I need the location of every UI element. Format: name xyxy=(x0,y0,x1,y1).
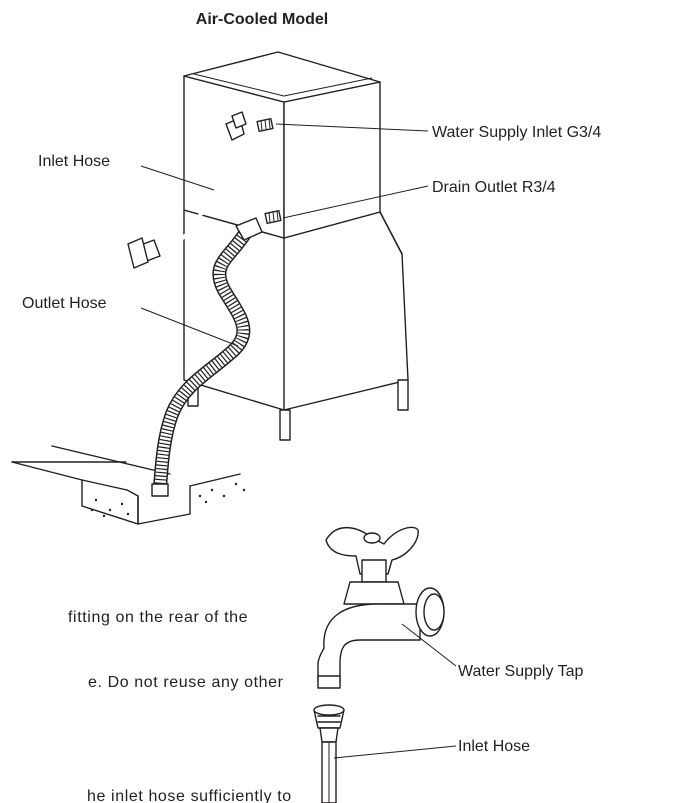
drain-outlet-fitting xyxy=(264,209,282,225)
leader-inlet-hose-bottom xyxy=(333,745,457,759)
water-inlet-fitting xyxy=(256,117,274,133)
water-supply-tap xyxy=(317,526,445,689)
leader-water-supply-tap xyxy=(401,623,457,667)
ice-maker-head xyxy=(183,51,381,239)
label-outlet-hose: Outlet Hose xyxy=(22,295,107,312)
storage-bin xyxy=(183,209,409,441)
body-text-line-2: e. Do not reuse any other xyxy=(88,674,284,691)
label-inlet-hose-top: Inlet Hose xyxy=(38,153,110,170)
figure-title: Air-Cooled Model xyxy=(196,11,328,28)
body-text-line-3: he inlet hose sufficiently to xyxy=(87,788,292,803)
label-inlet-hose-bottom: Inlet Hose xyxy=(458,738,530,755)
inlet-hose-detail xyxy=(313,704,345,803)
inlet-hose-attached xyxy=(127,111,247,269)
body-text-line-1: fitting on the rear of the xyxy=(68,609,248,626)
ice-machine xyxy=(11,51,409,525)
label-water-supply-tap: Water Supply Tap xyxy=(458,663,584,680)
label-water-supply-inlet: Water Supply Inlet G3/4 xyxy=(432,124,601,141)
label-drain-outlet: Drain Outlet R3/4 xyxy=(432,179,556,196)
leader-lines xyxy=(140,123,429,347)
floor-drain-ledge xyxy=(11,445,246,525)
outlet-hose xyxy=(151,217,263,497)
